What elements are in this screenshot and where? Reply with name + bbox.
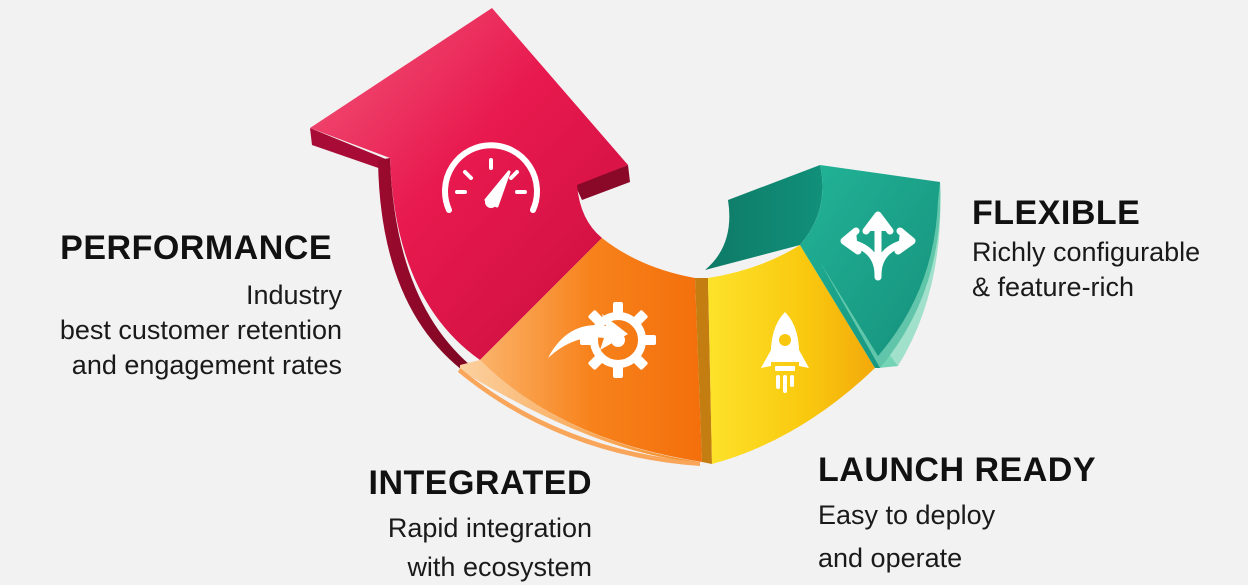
performance-line-1: Industry	[245, 280, 342, 310]
launch-block: LAUNCH READY Easy to deploy and operate	[818, 450, 1148, 576]
integrated-line-2: with ecosystem	[407, 552, 592, 582]
flexible-block: FLEXIBLE Richly configurable & feature-r…	[972, 193, 1242, 305]
speedometer-icon	[442, 142, 540, 213]
teal-top-side	[705, 165, 823, 270]
performance-line-3: and engagement rates	[71, 350, 342, 380]
arrow-red-face	[310, 8, 628, 360]
integrated-line-1: Rapid integration	[387, 513, 592, 543]
split-arrows-icon	[840, 211, 916, 281]
arrow-body-side	[378, 158, 470, 370]
flexible-heading: FLEXIBLE	[972, 194, 1141, 232]
integrated-block: INTEGRATED Rapid integration with ecosys…	[330, 463, 592, 585]
segment-integrated	[458, 238, 702, 466]
integrated-heading: INTEGRATED	[368, 464, 592, 502]
orange-side	[460, 360, 700, 462]
segment-performance	[310, 8, 630, 370]
segment-flexible	[705, 165, 941, 368]
gear-arrow-icon	[548, 302, 656, 378]
launch-line-2: and operate	[818, 543, 963, 573]
teal-face	[800, 165, 941, 368]
teal-lower-side	[820, 182, 941, 368]
performance-line-2: best customer retention	[59, 315, 342, 345]
orange-face	[480, 238, 702, 462]
performance-heading: PERFORMANCE	[60, 229, 332, 267]
launch-heading: LAUNCH READY	[818, 451, 1096, 489]
arrow-head-side	[310, 128, 390, 172]
yellow-side	[695, 278, 712, 464]
performance-block: PERFORMANCE Industry best customer reten…	[0, 228, 342, 383]
arrow-head-right-side	[575, 165, 630, 200]
launch-line-1: Easy to deploy	[818, 500, 996, 530]
flexible-line-1: Richly configurable	[972, 237, 1201, 267]
rocket-icon	[761, 312, 809, 393]
flexible-line-2: & feature-rich	[972, 272, 1135, 302]
